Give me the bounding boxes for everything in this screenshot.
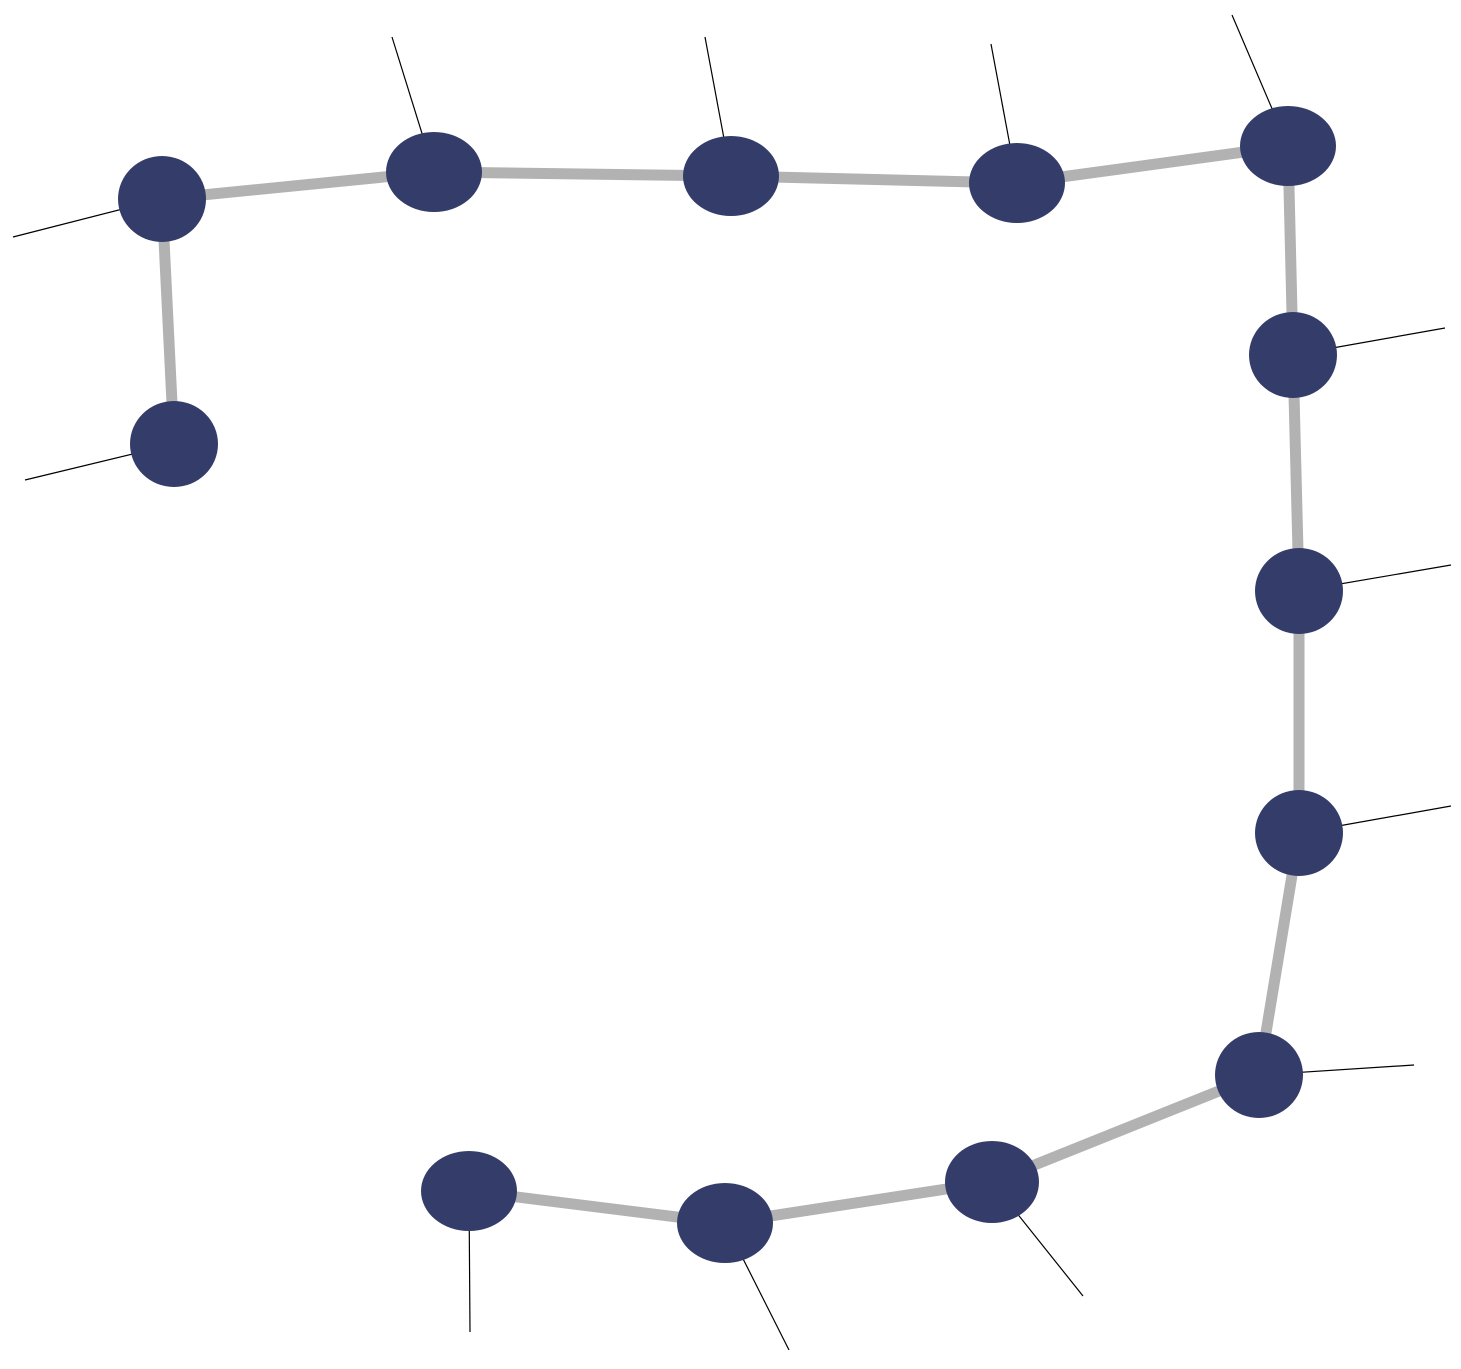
node-7 xyxy=(1249,312,1337,398)
node-13 xyxy=(421,1151,517,1231)
node-2 xyxy=(118,156,206,242)
node-4 xyxy=(683,136,779,216)
chain-edges xyxy=(156,140,1305,1229)
chain-edge-node-10-node-11 xyxy=(989,1069,1262,1188)
node-5 xyxy=(969,143,1065,223)
node-11 xyxy=(945,1141,1039,1223)
node-12 xyxy=(677,1183,773,1263)
chain-edge-node-3-node-4 xyxy=(433,166,732,182)
node-9 xyxy=(1255,790,1343,876)
node-8 xyxy=(1255,548,1343,634)
chain-nodes xyxy=(118,106,1343,1263)
node-3 xyxy=(386,132,482,212)
node-10 xyxy=(1215,1032,1303,1118)
node-6 xyxy=(1240,106,1336,186)
node-1 xyxy=(130,401,218,487)
